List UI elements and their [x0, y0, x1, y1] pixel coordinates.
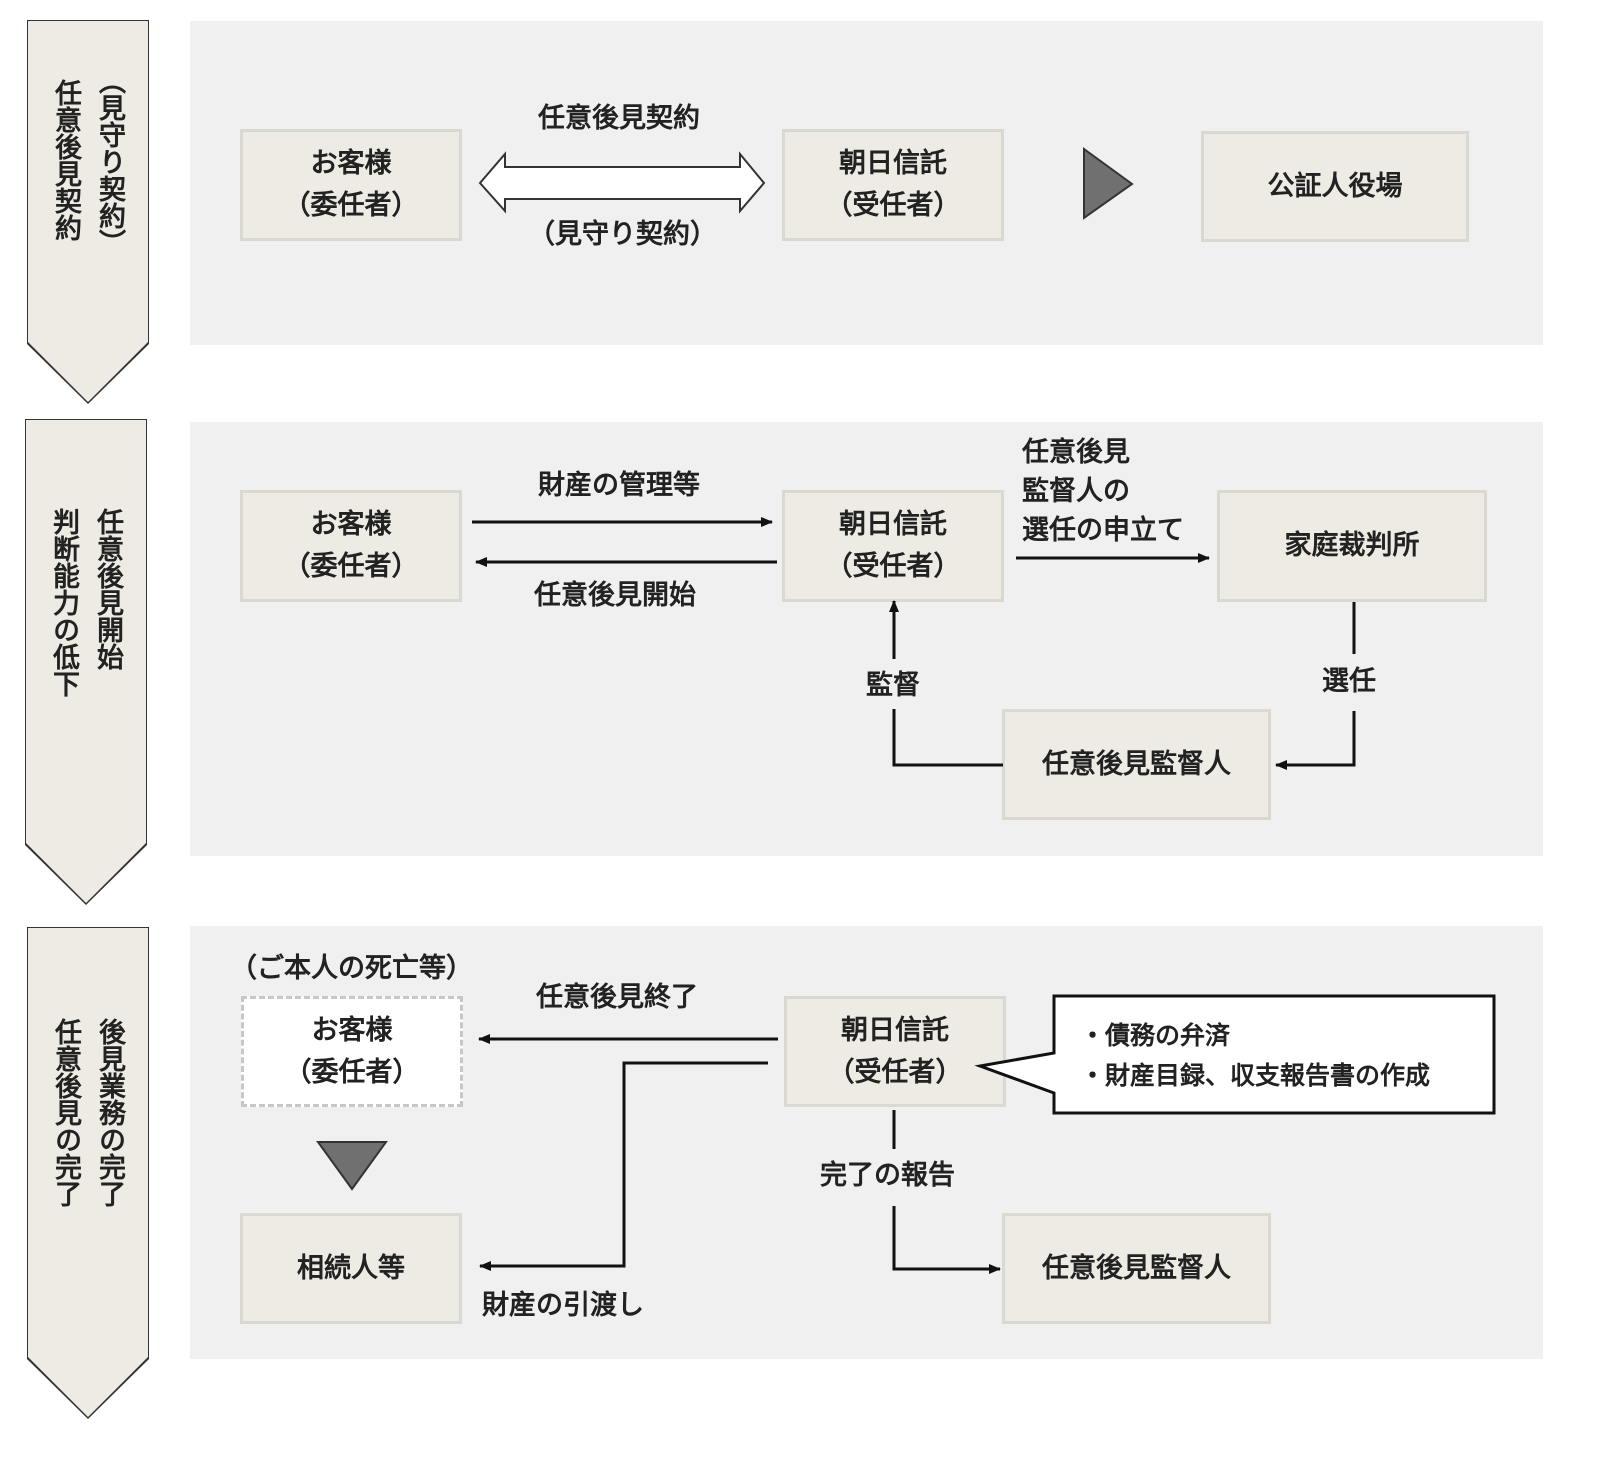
s2-supervise-label: 監督	[866, 670, 920, 701]
stage-tab-3: 後見業務の完了 任意後見の完了	[28, 928, 148, 1417]
s3-customer-role: （委任者）	[284, 1056, 420, 1088]
s3-customer-name: お客様	[311, 1014, 393, 1046]
s1-contract-label: 任意後見契約	[538, 103, 700, 134]
s2-customer-box: お客様 （委任者）	[240, 490, 462, 602]
s1-trustee-box: 朝日信託 （受任者）	[782, 129, 1004, 241]
s2-arrow-supervise-a	[892, 709, 1003, 767]
s1-notary-box: 公証人役場	[1201, 131, 1469, 242]
s2-petition-line-1: 任意後見	[1022, 437, 1130, 468]
s2-court-label: 家庭裁判所	[1284, 530, 1420, 561]
s2-trustee-name: 朝日信託	[839, 509, 947, 540]
s3-flow-triangle	[316, 1141, 388, 1191]
s2-start-label: 任意後見開始	[534, 580, 696, 611]
s3-heirs-box: 相続人等	[240, 1213, 462, 1324]
s2-supervisor-box: 任意後見監督人	[1002, 709, 1271, 820]
s3-supervisor-box: 任意後見監督人	[1002, 1213, 1271, 1324]
stage-2-title-sub: 任意後見開始	[92, 508, 123, 670]
s3-heirs-label: 相続人等	[297, 1252, 405, 1284]
s3-trustee-box: 朝日信託 （受任者）	[784, 996, 1006, 1107]
s2-property-mgmt-label: 財産の管理等	[538, 470, 700, 501]
s3-duty-1: ・債務の弁済	[1080, 1021, 1231, 1050]
s1-flow-triangle	[1083, 147, 1134, 220]
stage-3-title-sub: 後見業務の完了	[94, 1018, 125, 1207]
stage-2-title: 判断能力の低下	[48, 508, 79, 697]
s3-report-label: 完了の報告	[820, 1160, 955, 1191]
s3-handover-label: 財産の引渡し	[482, 1290, 644, 1321]
s2-court-box: 家庭裁判所	[1217, 490, 1487, 602]
s3-arrow-report-b	[892, 1206, 1001, 1274]
s2-trustee-box: 朝日信託 （受任者）	[782, 490, 1004, 602]
s1-watch-contract-label: （見守り契約）	[528, 219, 717, 250]
stage-3-title: 任意後見の完了	[50, 1018, 81, 1207]
s2-customer-role: （委任者）	[283, 551, 419, 582]
s2-customer-name: お客様	[310, 509, 392, 540]
s2-arrow-appoint-b	[1275, 711, 1356, 770]
stage-tab-1: （見守り契約） 任意後見契約	[28, 21, 148, 402]
s2-trustee-role: （受任者）	[825, 551, 961, 582]
s1-customer-box: お客様 （委任者）	[240, 129, 462, 241]
s3-supervisor-label: 任意後見監督人	[1042, 1252, 1231, 1284]
s2-supervisor-label: 任意後見監督人	[1042, 748, 1231, 780]
stage-1-title-sub: （見守り契約）	[94, 67, 125, 256]
stage-tab-2: 任意後見開始 判断能力の低下	[26, 420, 146, 903]
s3-end-label: 任意後見終了	[536, 982, 698, 1013]
s1-notary-label: 公証人役場	[1267, 170, 1403, 202]
s3-duty-2: ・財産目録、収支報告書の作成	[1080, 1061, 1431, 1090]
s1-double-arrow	[478, 151, 766, 214]
s3-trustee-name: 朝日信託	[841, 1014, 949, 1046]
s2-appoint-label: 選任	[1322, 666, 1376, 697]
stage-1-title: 任意後見契約	[50, 79, 81, 241]
s3-duties-callout	[974, 994, 1496, 1115]
s2-petition-line-2: 監督人の	[1022, 476, 1130, 507]
s2-petition-line-3: 選任の申立て	[1022, 515, 1184, 546]
s3-event-label: （ご本人の死亡等）	[230, 953, 473, 984]
s1-trustee-role: （受任者）	[825, 190, 961, 221]
s1-customer-name: お客様	[310, 148, 392, 179]
s1-trustee-name: 朝日信託	[839, 148, 947, 179]
s3-customer-box: お客様 （委任者）	[241, 996, 463, 1107]
s1-customer-role: （委任者）	[283, 190, 419, 221]
s3-trustee-role: （受任者）	[827, 1056, 963, 1088]
s3-arrow-handover	[479, 1061, 768, 1271]
